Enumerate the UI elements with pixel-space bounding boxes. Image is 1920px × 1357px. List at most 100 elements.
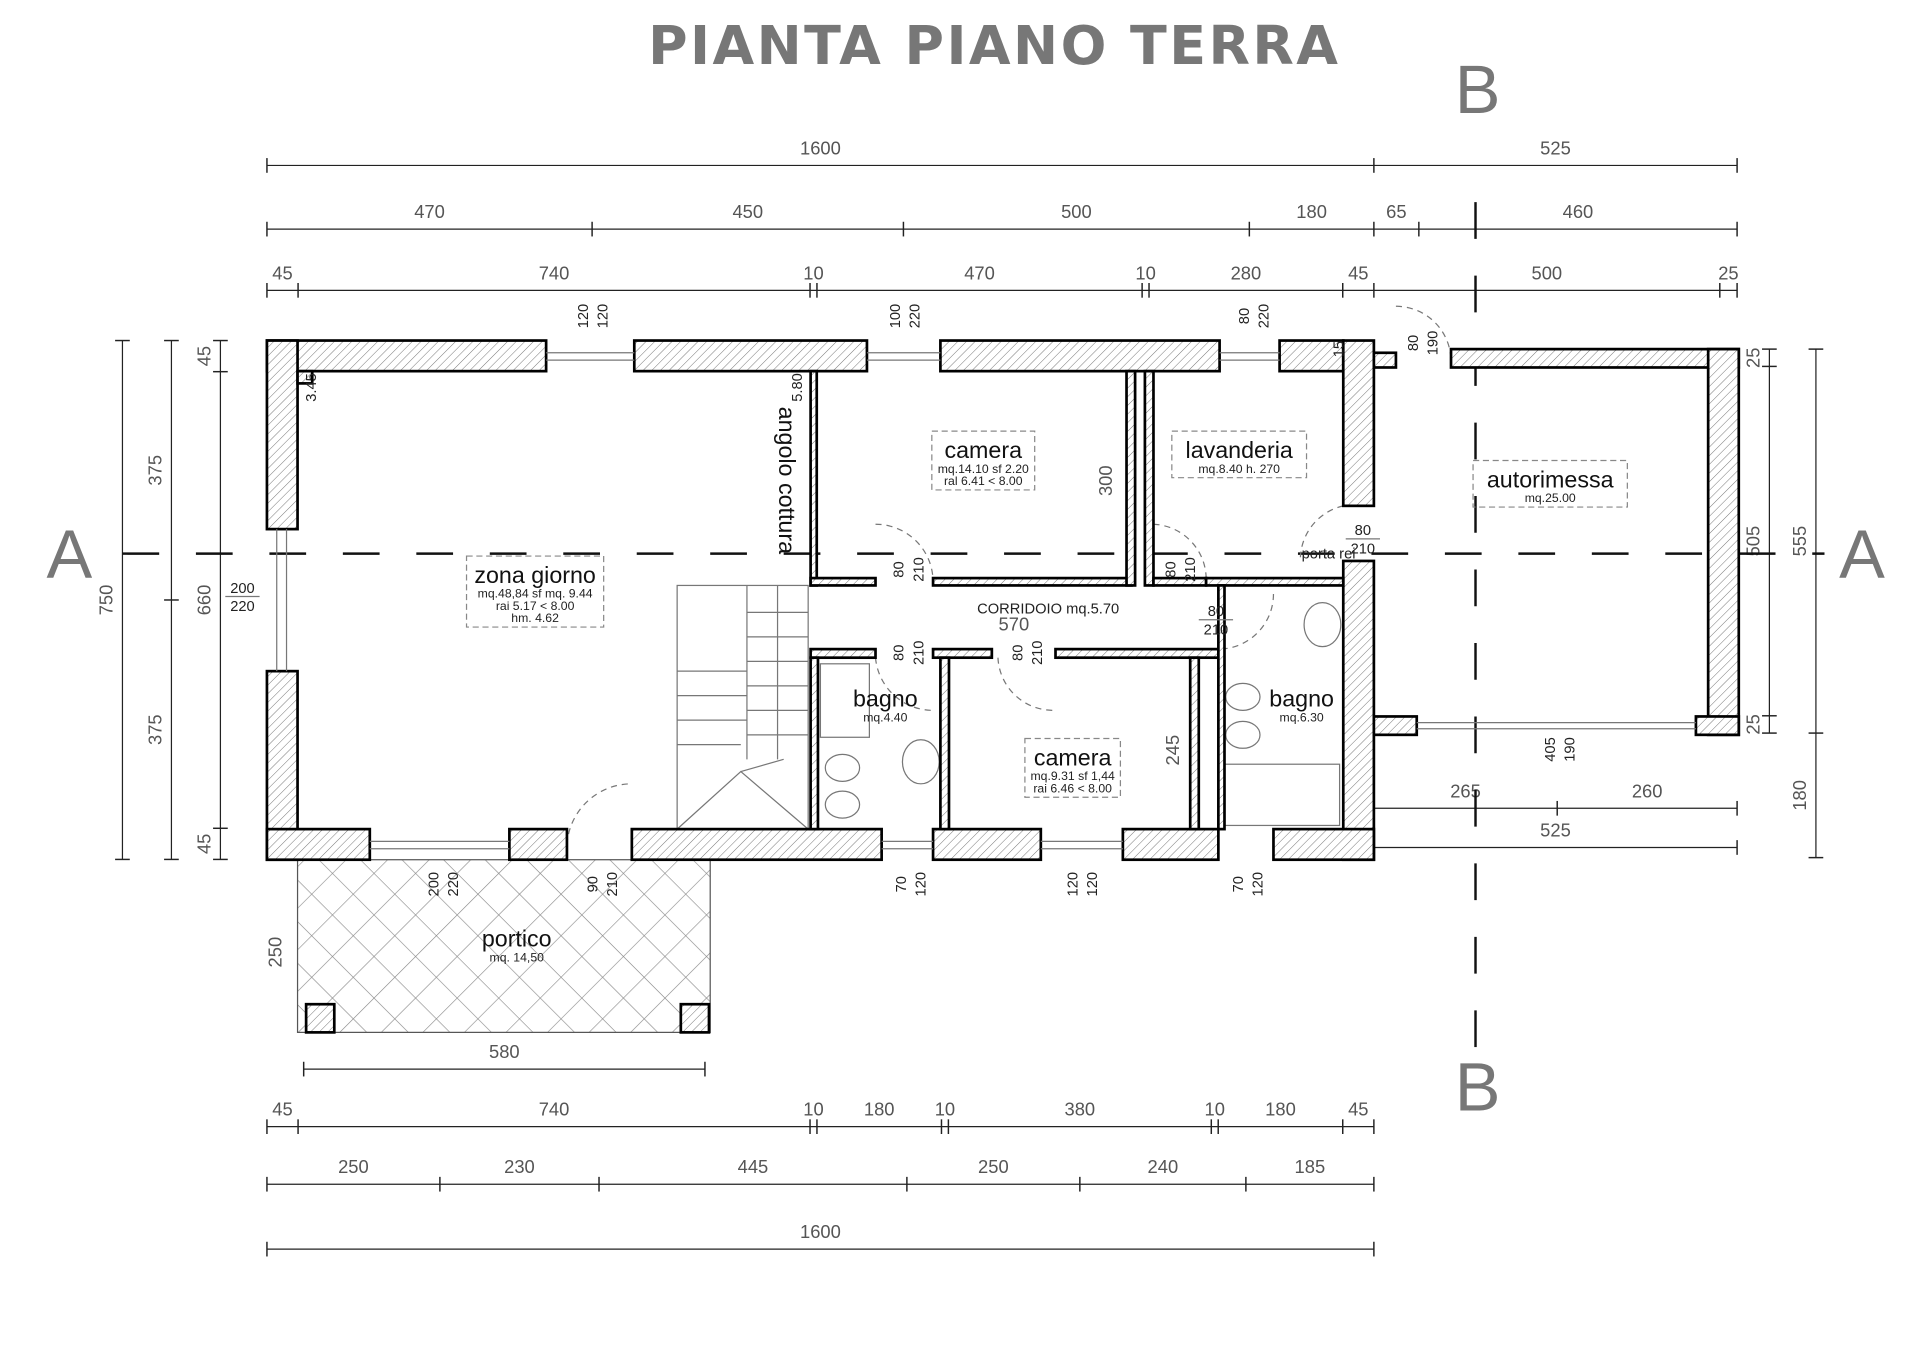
- wall-segment: [265, 339, 299, 531]
- dimension-label: 500: [1532, 262, 1563, 283]
- dimension-label: 750: [96, 585, 117, 616]
- room-name: bagno: [1269, 686, 1334, 712]
- opening-size-label: 120: [1066, 872, 1082, 897]
- dimension-label: 250: [978, 1156, 1009, 1177]
- walls: [265, 339, 1741, 862]
- dimension-label: 10: [1205, 1099, 1225, 1120]
- wall-segment: [1143, 369, 1155, 587]
- opening-size-label: 80: [892, 645, 908, 661]
- dimension-label: 450: [732, 201, 763, 222]
- opening-size-label: 200: [426, 872, 442, 897]
- section-label-b-bottom: B: [1455, 1049, 1501, 1126]
- opening-size-label: 405: [1543, 737, 1559, 762]
- opening-height-label: 210: [1351, 542, 1376, 558]
- room-label-box: [1024, 737, 1122, 798]
- dimension-label: 45: [272, 1099, 292, 1120]
- room-name: autorimessa: [1487, 466, 1614, 492]
- dimension-label: 45: [1348, 262, 1368, 283]
- dimension-label: 280: [1231, 262, 1262, 283]
- room-info: mq.48,84 sf mq. 9.44: [478, 587, 593, 601]
- section-label-a-right: A: [1839, 516, 1885, 593]
- dimension-label: 185: [1295, 1156, 1326, 1177]
- dimension-label: 180: [1789, 780, 1810, 811]
- wall-segment: [809, 656, 820, 831]
- room-info: mq. 14,50: [490, 950, 545, 964]
- section-label-b-top: B: [1455, 51, 1501, 128]
- door-swings: [566, 305, 1452, 846]
- opening-size-label: 70: [1231, 876, 1247, 892]
- dimension-label: 525: [1540, 819, 1571, 840]
- dimension-label: 265: [1450, 780, 1481, 801]
- room-name: lavanderia: [1186, 437, 1293, 463]
- wall-segment: [939, 339, 1221, 373]
- wall-segment: [296, 369, 314, 385]
- dimension-label: 180: [864, 1099, 895, 1120]
- wall-segment: [1706, 347, 1741, 737]
- opening-size-label: 120: [595, 304, 611, 329]
- room-name: bagno: [853, 686, 918, 712]
- wall-segment: [931, 647, 994, 660]
- dimension-label: 460: [1563, 201, 1594, 222]
- height-label: 5.80: [790, 373, 806, 402]
- dimension-label: 10: [1135, 262, 1155, 283]
- camera-depth-label: 245: [1162, 735, 1183, 766]
- opening-size-label: 210: [1183, 557, 1199, 582]
- plan-title: PIANTA PIANO TERRA: [648, 14, 1340, 77]
- opening-size-label: 80: [1406, 335, 1422, 351]
- wall-segment: [1449, 347, 1741, 369]
- opening-size-label: 210: [1030, 641, 1046, 666]
- dimension-label: 505: [1743, 526, 1764, 557]
- porta-rei-label: porta rei: [1302, 547, 1356, 563]
- dimension-label: 470: [414, 201, 445, 222]
- wall-segment: [1372, 715, 1419, 737]
- wall-segment: [265, 827, 372, 862]
- dimension-label: 260: [1632, 780, 1663, 801]
- corridoio-label: CORRIDOIO mq.5.70: [977, 602, 1119, 618]
- room-info: mq.25.00: [1525, 491, 1576, 505]
- opening-size-label: 210: [605, 872, 621, 897]
- section-label-a-left: A: [47, 516, 93, 593]
- portico-pillar: [304, 1002, 336, 1034]
- dimension-label: 740: [539, 262, 570, 283]
- dimension-label: 65: [1386, 201, 1406, 222]
- room-info: rai 6.46 < 8.00: [1033, 781, 1112, 795]
- dimension-label: 45: [272, 262, 292, 283]
- wall-segment: [508, 827, 569, 862]
- opening-size-label: 70: [894, 876, 910, 892]
- opening-size-label: 220: [1257, 304, 1273, 329]
- dimension-label: 470: [964, 262, 995, 283]
- opening-size-label: 100: [888, 304, 904, 329]
- opening-size-label: 80: [892, 561, 908, 577]
- room-label-box: [465, 555, 605, 628]
- windows: [276, 352, 1696, 850]
- wall-segment: [1372, 351, 1398, 369]
- dimension-label: 240: [1148, 1156, 1179, 1177]
- wall-segment: [1272, 827, 1376, 862]
- dimension-label: 500: [1061, 201, 1092, 222]
- dimension-label: 10: [935, 1099, 955, 1120]
- wall-segment: [630, 827, 883, 862]
- portico-pillar: [679, 1002, 711, 1034]
- wall-segment: [1188, 656, 1201, 831]
- dimension-label: 250: [338, 1156, 369, 1177]
- dimension-label: 10: [803, 1099, 823, 1120]
- wall-segment: [809, 369, 819, 587]
- portico-floor: [296, 859, 711, 1033]
- opening-size-label: 80: [1164, 561, 1180, 577]
- opening-size-label: 210: [911, 557, 927, 582]
- opening-size-label: 120: [914, 872, 930, 897]
- dimension-label: 25: [1743, 348, 1764, 368]
- dimension-label: 10: [803, 262, 823, 283]
- angolo-cottura-label: angolo cottura: [774, 407, 800, 554]
- dimension-label: 25: [1718, 262, 1738, 283]
- opening-size-label: 190: [1563, 737, 1579, 762]
- opening-size-label: 120: [1085, 872, 1101, 897]
